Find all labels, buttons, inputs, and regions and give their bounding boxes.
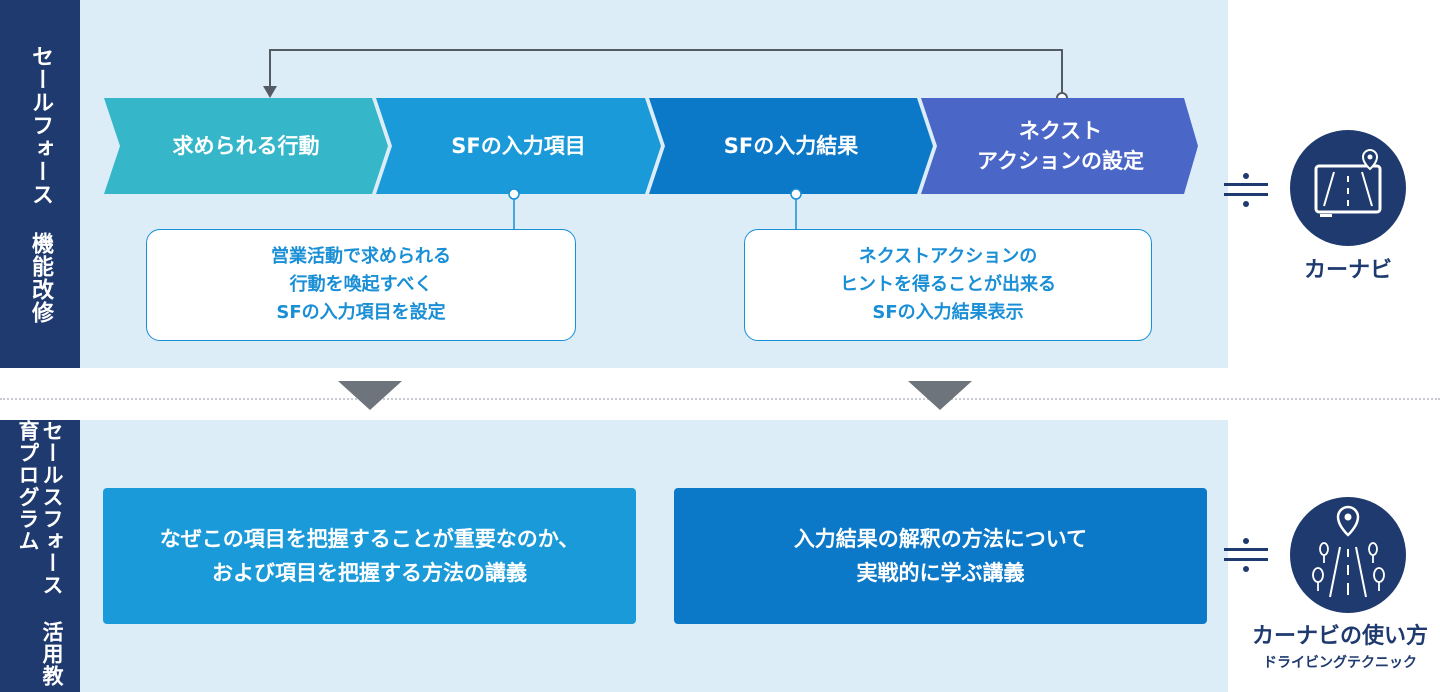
callout-1-dot (508, 188, 520, 200)
navigation-usage-caption: カーナビの使い方 (1251, 624, 1428, 649)
car-navigation-icon (1290, 130, 1406, 246)
down-arrow-right-icon (908, 381, 972, 410)
step-1-shape (104, 98, 388, 194)
top-section-label: セールフォース 機能改修 (0, 0, 80, 368)
step-3: SFの入力結果 (665, 98, 917, 194)
step-3-label: SFの入力結果 (723, 134, 859, 158)
step-1: 求められる行動 (120, 98, 372, 194)
callout-input-results: ネクストアクションの ヒントを得ることが出来る SFの入力結果表示 (744, 229, 1152, 341)
callout-2-dot (790, 188, 802, 200)
step-4-shape (921, 98, 1198, 194)
feedback-loop-arrowhead (263, 86, 277, 98)
route-map-icon (1290, 497, 1406, 613)
step-2-shape (376, 98, 661, 194)
step-2: SFの入力項目 (392, 98, 645, 194)
program-box-lecture-1: なぜこの項目を把握することが重要なのか、 および項目を把握する方法の講義 (103, 488, 636, 624)
bottom-section-label-text: セールスフォース 活用教育プログラム (16, 420, 64, 687)
section-divider (0, 398, 1440, 400)
step-3-shape (649, 98, 933, 194)
down-arrow-left-icon (338, 381, 402, 410)
callout-input-fields: 営業活動で求められる 行動を喚起すべく SFの入力項目を設定 (146, 229, 576, 341)
bottom-section-label: セールスフォース 活用教育プログラム (0, 420, 80, 692)
step-4: ネクスト アクションの設定 (937, 98, 1184, 194)
program-box-lecture-2: 入力結果の解釈の方法について 実戦的に学ぶ講義 (674, 488, 1207, 624)
approx-equal-icon (1224, 173, 1268, 207)
step-2-label: SFの入力項目 (451, 134, 586, 158)
navigation-usage-subcaption: ドライビングテクニック (1263, 655, 1417, 671)
feedback-loop-line (269, 49, 1063, 97)
approx-equal-icon (1224, 538, 1268, 572)
program-box-lecture-2-text: 入力結果の解釈の方法について 実戦的に学ぶ講義 (793, 527, 1088, 585)
car-navigation-caption: カーナビ (1303, 258, 1392, 283)
callout-input-results-text: ネクストアクションの ヒントを得ることが出来る SFの入力結果表示 (840, 246, 1056, 323)
top-section-label-text: セールフォース 機能改修 (28, 44, 53, 324)
step-4-label: ネクスト アクションの設定 (977, 119, 1144, 173)
step-1-label: 求められる行動 (172, 134, 320, 158)
callout-input-fields-text: 営業活動で求められる 行動を喚起すべく SFの入力項目を設定 (271, 246, 451, 323)
program-box-lecture-1-text: なぜこの項目を把握することが重要なのか、 および項目を把握する方法の講義 (159, 527, 580, 585)
